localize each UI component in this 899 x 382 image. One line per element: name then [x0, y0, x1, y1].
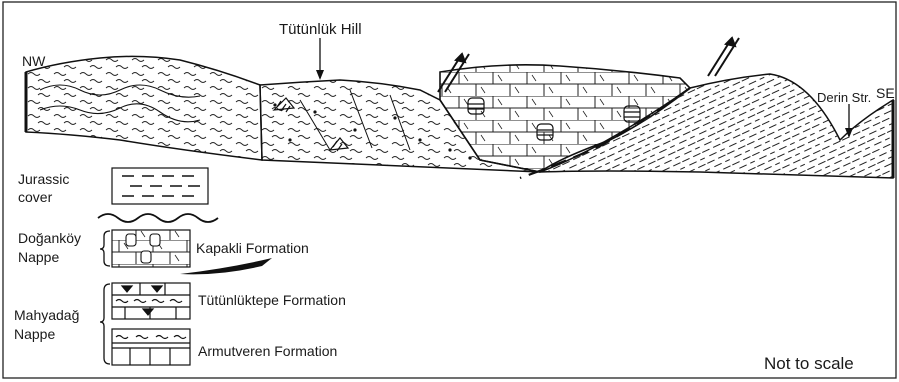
legend-unconformity — [98, 214, 218, 222]
legend-armutveren-box — [112, 329, 190, 365]
label-se: SE — [876, 85, 895, 101]
legend-kapakli-label: Kapakli Formation — [196, 240, 309, 256]
legend-jurassic-line2: cover — [18, 189, 53, 205]
legend-tutunluktepe-box — [112, 283, 190, 319]
legend-brace-mahyadag — [100, 284, 110, 364]
legend-jurassic-box — [112, 168, 208, 204]
label-nw: NW — [22, 53, 46, 69]
fault-arrow-right — [708, 38, 739, 76]
legend: Jurassic cover Doğanköy Nappe Kapakli Fo… — [14, 168, 346, 365]
legend-doganköy-line1: Doğanköy — [18, 230, 81, 246]
legend-mahyadag-line2: Nappe — [14, 326, 55, 342]
legend-jurassic-line1: Jurassic — [18, 171, 69, 187]
label-derin: Derin Str. — [817, 90, 871, 105]
legend-armutveren-label: Armutveren Formation — [198, 343, 337, 359]
legend-tutunluktepe-label: Tütünlüktepe Formation — [198, 292, 346, 308]
legend-brace-doganköy — [100, 231, 110, 266]
nw-schist-unit — [26, 56, 262, 160]
legend-mahyadag-line1: Mahyadağ — [14, 307, 79, 323]
legend-doganköy-line2: Nappe — [18, 249, 59, 265]
legend-thrust-symbol — [180, 258, 272, 274]
label-hill: Tütünlük Hill — [279, 21, 362, 38]
label-not-to-scale: Not to scale — [764, 354, 854, 373]
cross-section: NW Tütünlük Hill Derin Str. SE — [22, 21, 895, 178]
